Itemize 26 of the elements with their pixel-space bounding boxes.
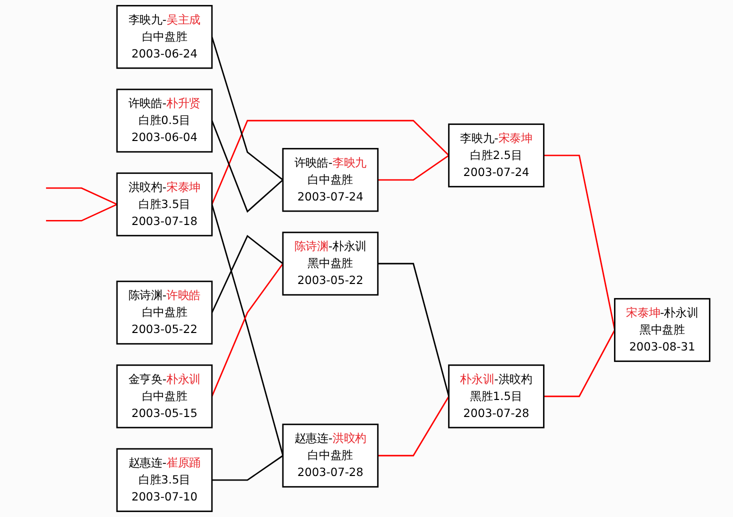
connector <box>378 396 450 456</box>
connector <box>211 204 284 456</box>
connector <box>544 154 616 330</box>
connector <box>46 204 118 222</box>
connector <box>211 234 284 313</box>
node-box: 宋泰坤-朴永训 黑中盘胜 2003-08-31 <box>614 298 710 362</box>
node-box: 金亨奂-朴永训 白中盘胜 2003-05-15 <box>116 364 213 428</box>
node-box: 赵惠连-崔原踊 白胜3.5目 2003-07-10 <box>116 448 213 512</box>
connector <box>46 187 118 206</box>
connector <box>211 36 284 180</box>
node-box: 许映皓-李映九 白中盘胜 2003-07-24 <box>282 148 379 212</box>
node-box: 李映九-宋泰坤 白胜2.5目 2003-07-24 <box>448 123 544 188</box>
node-box: 朴永训-洪旼杓 黑胜1.5目 2003-07-28 <box>448 364 544 428</box>
node-box: 李映九-吴主成 白中盘胜 2003-06-24 <box>116 4 213 69</box>
connector <box>544 330 616 398</box>
connector <box>211 120 450 205</box>
connector <box>211 263 284 397</box>
connector <box>378 154 450 181</box>
connector <box>378 262 450 397</box>
connector <box>212 455 284 481</box>
connector <box>211 120 284 213</box>
node-box: 许映皓-朴升贤 白胜0.5目 2003-06-04 <box>116 88 213 153</box>
node-box: 赵惠连-洪旼杓 白中盘胜 2003-07-28 <box>282 424 379 488</box>
node-box: 陈诗渊-朴永训 黑中盘胜 2003-05-22 <box>282 232 379 296</box>
node-box: 陈诗渊-许映皓 白中盘胜 2003-05-22 <box>116 280 213 345</box>
node-box: 洪旼杓-宋泰坤 白胜3.5目 2003-07-18 <box>116 172 213 236</box>
